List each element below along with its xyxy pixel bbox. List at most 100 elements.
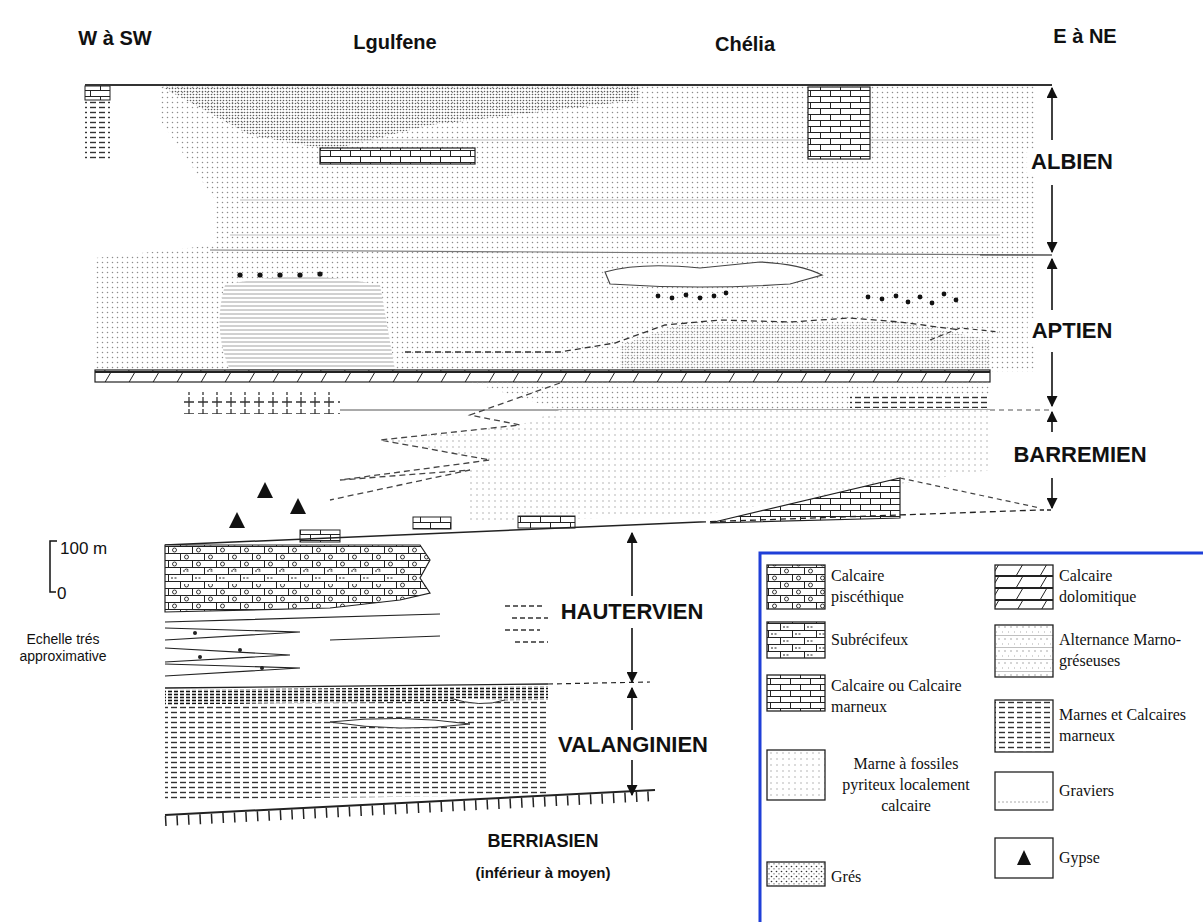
gravel-dots bbox=[193, 631, 264, 670]
left-marl-column bbox=[85, 86, 110, 161]
marl-sandstone-body bbox=[95, 86, 1035, 372]
gravel-dot bbox=[198, 655, 202, 659]
facies-boundary bbox=[900, 478, 1040, 508]
pyrite-dot bbox=[684, 293, 689, 298]
marl-body bbox=[165, 700, 548, 800]
stage-arrow bbox=[631, 688, 633, 730]
legend-swatch bbox=[995, 700, 1053, 752]
legend-label: Graviers bbox=[1059, 781, 1195, 802]
stage-arrow bbox=[1051, 478, 1053, 508]
limestone-cap bbox=[85, 86, 110, 100]
pyrite-dot bbox=[237, 272, 242, 277]
marl-bed bbox=[850, 394, 990, 408]
pyrite-dot bbox=[277, 272, 282, 277]
legend-swatch bbox=[995, 838, 1053, 878]
lens-outline bbox=[450, 698, 505, 704]
legend-label: Grés bbox=[831, 867, 981, 888]
stage-boundary bbox=[990, 410, 1052, 411]
legend-label: Alternance Marno-gréseuses bbox=[1059, 630, 1195, 672]
facies-boundary bbox=[930, 328, 1000, 340]
pyrite-dot bbox=[724, 291, 729, 296]
cross-bed bbox=[180, 392, 340, 414]
pyrite-dot bbox=[906, 300, 911, 305]
limestone-bed bbox=[320, 148, 475, 164]
legend-swatch bbox=[767, 622, 825, 658]
stage-boundary bbox=[980, 254, 1052, 255]
legend-swatches bbox=[767, 565, 1053, 886]
pyrite-dot bbox=[317, 271, 322, 276]
stage-arrow bbox=[631, 533, 633, 596]
legend-swatch bbox=[767, 675, 825, 711]
gypsum-triangle bbox=[229, 512, 245, 528]
stage-arrow bbox=[631, 760, 633, 795]
pyrite-dot bbox=[942, 292, 947, 297]
scale-value: 0 bbox=[57, 584, 66, 604]
scale-bracket bbox=[50, 541, 57, 592]
limestone-lens bbox=[300, 530, 340, 542]
gravel-dot bbox=[260, 666, 264, 670]
base-line bbox=[165, 790, 655, 815]
legend-label: Marne à fossiles pyriteux localement cal… bbox=[831, 754, 981, 816]
pyrite-dot bbox=[670, 296, 675, 301]
dark-marl-bed bbox=[165, 686, 548, 705]
locality-label: Lgulfene bbox=[353, 30, 436, 54]
legend-label: Calcaire dolomitique bbox=[1059, 566, 1159, 608]
stage-boundary bbox=[210, 250, 1052, 255]
swatch-box bbox=[995, 625, 1053, 677]
stage-label: BERRIASIEN bbox=[487, 831, 598, 853]
limestone-block bbox=[808, 87, 870, 159]
stage-boundary bbox=[700, 510, 1040, 522]
legend-label: Subrécifeux bbox=[831, 630, 981, 651]
legend-swatch bbox=[767, 565, 825, 609]
pyrite-dot bbox=[297, 272, 302, 277]
limestone-lens bbox=[413, 517, 451, 529]
subreefal-bed bbox=[166, 570, 396, 584]
stage-arrow bbox=[631, 628, 633, 682]
legend-swatch bbox=[995, 772, 1053, 810]
swatch-box bbox=[995, 565, 1053, 609]
legend-label: Calcaire piscéthique bbox=[831, 566, 931, 608]
base-ticks bbox=[165, 796, 655, 821]
oolitic-limestone bbox=[165, 545, 430, 612]
pyrite-dot bbox=[656, 294, 661, 299]
swatch-box bbox=[995, 838, 1053, 878]
locality-label: Chélia bbox=[715, 32, 775, 56]
stage-boundary bbox=[548, 682, 650, 684]
facies-boundary bbox=[405, 318, 960, 352]
stage-note: (inférieur à moyen) bbox=[475, 864, 610, 882]
stage-arrow bbox=[1051, 259, 1053, 310]
stage-label: VALANGINIEN bbox=[554, 732, 712, 758]
legend-swatch bbox=[995, 565, 1053, 609]
dolomitic-bed bbox=[95, 370, 990, 382]
stage-arrow bbox=[1051, 88, 1053, 140]
swatch-box bbox=[995, 772, 1053, 810]
pyrite-dot bbox=[866, 295, 871, 300]
swatch-box bbox=[767, 622, 825, 658]
gypsum-triangle bbox=[257, 482, 273, 498]
gypsum-triangle bbox=[290, 498, 306, 514]
stage-arrow bbox=[1051, 185, 1053, 252]
swatch-box bbox=[767, 565, 825, 609]
limestone-lens bbox=[518, 516, 575, 528]
barremian-stipple bbox=[380, 410, 990, 522]
gypsum-marks bbox=[229, 482, 306, 528]
stage-label: APTIEN bbox=[1028, 318, 1117, 344]
stage-arrow bbox=[1051, 352, 1053, 406]
stage-label: ALBIEN bbox=[1027, 149, 1117, 175]
legend-frame bbox=[760, 553, 1203, 922]
scale-note: Echelle trés approximative bbox=[4, 631, 122, 665]
marl-dashes bbox=[505, 606, 548, 642]
stage-arrow bbox=[1051, 412, 1053, 432]
swatch-box bbox=[995, 700, 1053, 752]
stage-boundary bbox=[165, 522, 700, 545]
pyrite-dot bbox=[257, 272, 262, 277]
pyrite-dot bbox=[894, 294, 899, 299]
gypsum-triangle bbox=[1017, 850, 1031, 865]
gravel-lens bbox=[605, 262, 822, 287]
pyrite-dot bbox=[930, 301, 935, 306]
stage-label: HAUTERVIEN bbox=[557, 599, 708, 625]
top-line bbox=[85, 84, 1052, 86]
interfingering-line bbox=[330, 383, 560, 500]
pyrite-dot bbox=[918, 295, 923, 300]
stage-label: BARREMIEN bbox=[1009, 442, 1150, 468]
